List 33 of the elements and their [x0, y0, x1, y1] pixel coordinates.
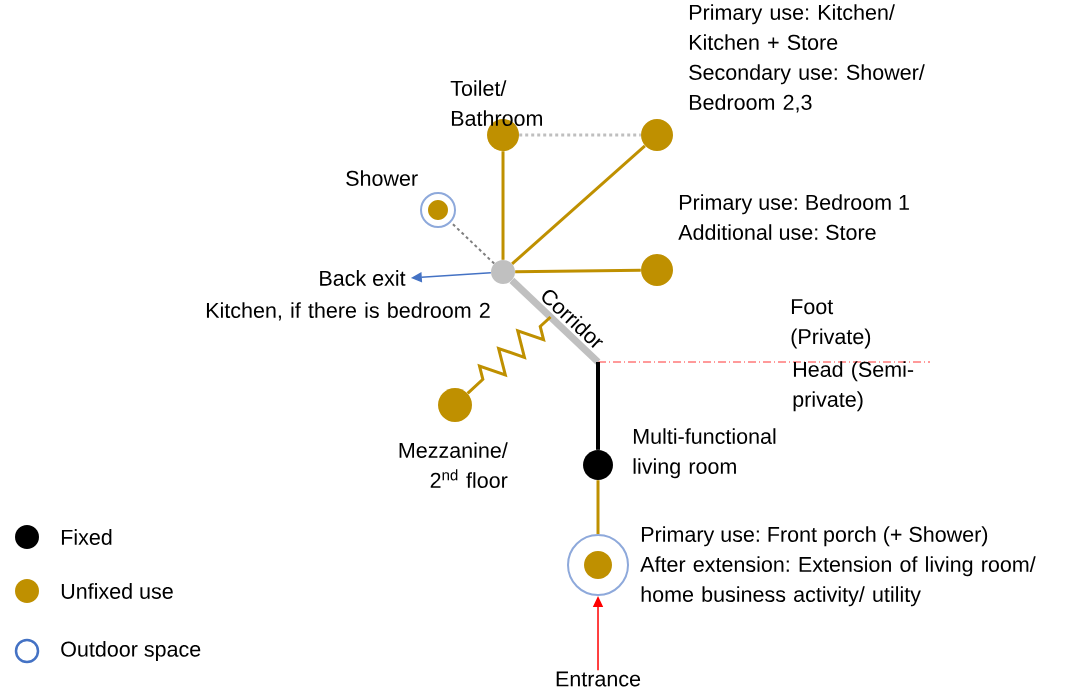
legend-label: Fixed — [61, 529, 112, 545]
connector-line — [515, 268, 641, 274]
legend-label: Unfixed use — [61, 583, 173, 599]
room-label: Mezzanine/ 2$^{nd}$ floor — [399, 442, 508, 488]
legend-label: Outdoor space — [61, 641, 201, 662]
entry-label: Back exit — [320, 270, 406, 286]
room-label: Additional use: Store — [678, 224, 876, 240]
zone-label: Head (Semi-private) — [793, 361, 914, 412]
corridor-line — [509, 277, 601, 450]
room-label: Primary use: Front porch (+ Shower) — [641, 526, 988, 547]
connector-line — [511, 144, 646, 266]
room-label: Primary use: Kitchen/ Kitchen + Store — [689, 4, 895, 50]
space-dot — [438, 388, 472, 422]
room-label: After extension: Extension of living room/ home business activity/ utility — [640, 556, 1036, 607]
dotted-line — [450, 221, 496, 265]
zone-label: Foot (Private) — [791, 299, 871, 349]
zigzag-line — [466, 315, 552, 395]
connector-line — [501, 151, 505, 260]
outdoor-space-marker — [420, 192, 456, 228]
space-dot — [583, 450, 613, 480]
room-label: Primary use: Bedroom 1 — [679, 194, 909, 215]
space-dot — [641, 119, 673, 151]
dotted-line — [519, 133, 641, 137]
zone-label: Kitchen, if there is bedroom 2 — [206, 302, 490, 321]
entry-label: Entrance — [556, 671, 641, 687]
room-label: Toilet/ Bathroom — [450, 80, 542, 126]
connector-line — [596, 480, 600, 534]
room-label: Secondary use: Shower/ Bedroom 2,3 — [689, 64, 925, 113]
space-dot — [641, 254, 673, 286]
room-label: Shower — [346, 170, 418, 186]
space-dot — [491, 260, 515, 284]
outdoor-space-marker — [567, 534, 629, 596]
room-label: Multi-functional living room — [633, 428, 776, 479]
